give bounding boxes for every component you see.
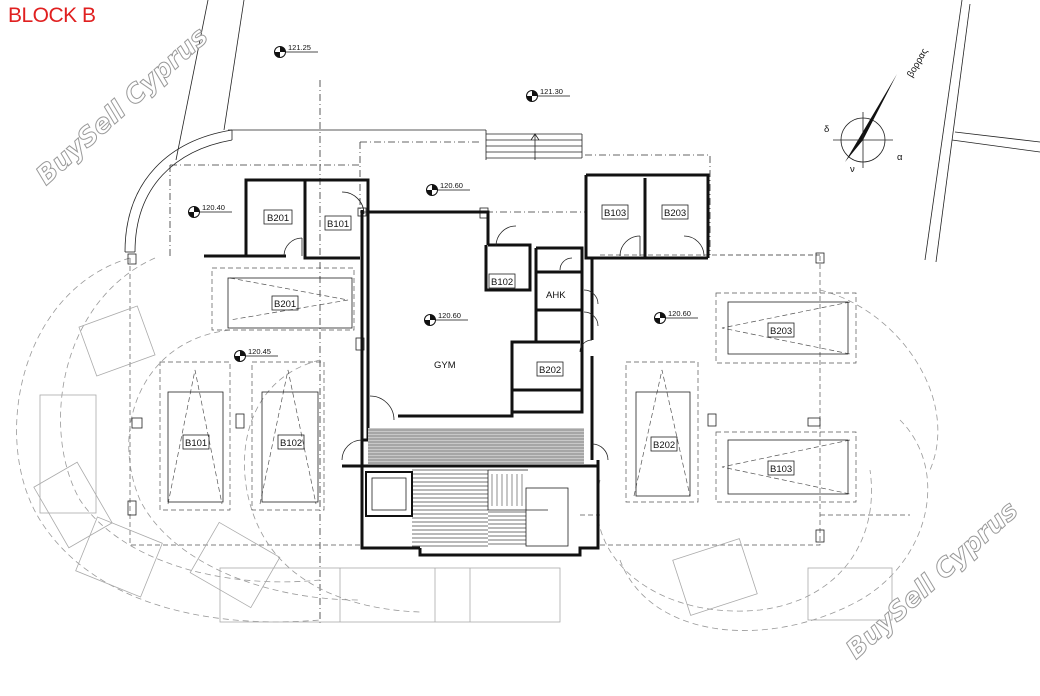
room-label-b203: B203 — [664, 208, 686, 219]
level-marker-l7: 120.45 — [234, 347, 278, 362]
compass-mark-d: δ — [824, 124, 829, 135]
walls — [204, 173, 710, 557]
north-compass — [833, 74, 897, 168]
lobby-stairs — [365, 428, 584, 547]
level-marker-l6: 120.60 — [654, 309, 698, 324]
level-marker-l3: 120.60 — [426, 181, 470, 196]
parking-label-b103: B103 — [770, 464, 792, 475]
parking-label-b202: B202 — [653, 440, 675, 451]
level-marker-l5: 120.60 — [424, 311, 468, 326]
room-label-ahk: AHK — [546, 290, 566, 301]
entrance-steps — [486, 133, 583, 160]
parking-label-b102: B102 — [280, 438, 302, 449]
compass-mark-n: ν — [850, 164, 855, 175]
curved-terrace — [124, 129, 233, 253]
room-label-b102: B102 — [491, 277, 513, 288]
level-marker-l1: 121.25 — [274, 43, 318, 58]
parking-label-b101: B101 — [185, 438, 207, 449]
dashed-outlines — [129, 80, 910, 625]
level-value-l1: 121.25 — [288, 43, 311, 52]
level-value-l3: 120.60 — [440, 181, 463, 190]
block-title: BLOCK B — [8, 4, 96, 27]
parking-labels: B201 B101 B102 B203 B202 B103 — [182, 295, 795, 476]
level-marker-l4: 120.40 — [188, 203, 232, 218]
level-value-l4: 120.40 — [202, 203, 225, 212]
compass-mark-a: α — [897, 152, 903, 163]
room-label-b201: B201 — [267, 213, 289, 224]
level-value-l5: 120.60 — [438, 311, 461, 320]
parking-label-b201: B201 — [274, 299, 296, 310]
level-marker-l2: 121.30 — [526, 87, 570, 102]
parking-label-b203: B203 — [770, 326, 792, 337]
room-label-b101: B101 — [327, 219, 349, 230]
level-value-l7: 120.45 — [248, 347, 271, 356]
doors — [283, 191, 705, 461]
parking-bays — [159, 267, 857, 511]
room-labels: B201 B101 B102 AHK B202 B103 B203 GYM — [263, 204, 689, 377]
level-value-l6: 120.60 — [668, 309, 691, 318]
room-label-b202: B202 — [539, 365, 561, 376]
room-label-b103: B103 — [604, 208, 626, 219]
columns — [127, 207, 825, 543]
level-value-l2: 121.30 — [540, 87, 563, 96]
room-label-gym: GYM — [434, 360, 456, 371]
parking-turning-arcs — [16, 257, 939, 631]
north-label: βορρας — [905, 46, 931, 79]
site-boundary — [175, 0, 1040, 263]
level-markers: 121.25 121.30 120.60 120.40 120.60 120.60 120.… — [188, 43, 698, 362]
